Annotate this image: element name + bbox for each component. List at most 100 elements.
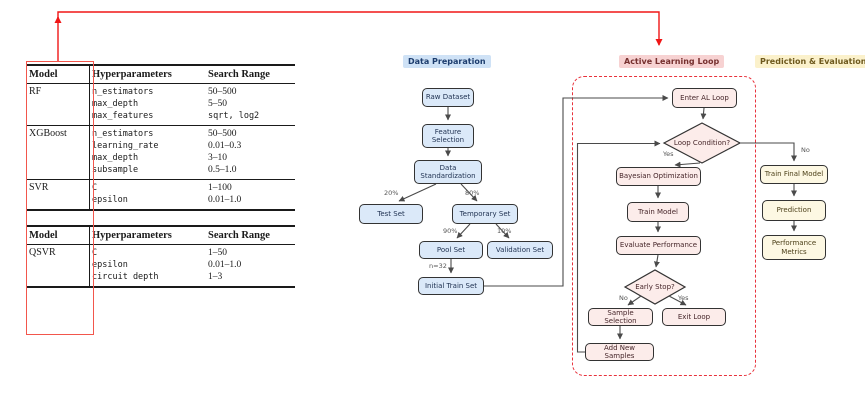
edge-loop-condition-to-final-model (740, 142, 797, 162)
section-label-active-learning-loop: Active Learning Loop (619, 55, 725, 68)
range-list: 50–500 0.01–0.3 3–10 0.5–1.0 (206, 125, 295, 180)
param-name: learning_rate (92, 141, 159, 151)
node-feature-selection: Feature Selection (422, 124, 474, 148)
section-label-data-preparation: Data Preparation (403, 55, 491, 68)
node-data-standardization: Data Standardization (414, 160, 482, 184)
edge-initial-train-to-enter-al (484, 95, 669, 287)
edge-add-samples-to-loop-condition (576, 140, 661, 353)
search-range: 0.5–1.0 (208, 165, 237, 175)
red-connector (54, 11, 663, 61)
table-row-xgboost: XGBoost n_estimators learning_rate max_d… (27, 125, 295, 180)
edge-label-10pct: 10% (497, 227, 512, 235)
search-range: 3–10 (208, 153, 227, 163)
col-header-model: Model (27, 65, 90, 84)
edge-standardization-to-test (398, 183, 437, 202)
param-name: max_features (92, 111, 154, 121)
edge-temporary-to-pool (456, 223, 471, 239)
edge-label-stop-yes: Yes (678, 294, 689, 302)
node-add-new-samples: Add New Samples (585, 343, 654, 361)
param-list: n_estimators learning_rate max_depth sub… (89, 125, 206, 180)
search-range: 1–100 (208, 183, 232, 193)
edge-standardization-to-temporary (460, 183, 478, 202)
param-name: circuit depth (92, 272, 159, 282)
table-row-rf: RF n_estimators max_depth max_features 5… (27, 83, 295, 126)
node-initial-train-set: Initial Train Set (418, 277, 484, 295)
node-sample-selection: Sample Selection (588, 308, 653, 326)
search-range: 1–3 (208, 272, 223, 282)
model-name: XGBoost (27, 125, 90, 180)
model-name: SVR (27, 179, 90, 210)
node-raw-dataset: Raw Dataset (422, 88, 474, 107)
search-range: sqrt, log2 (208, 111, 260, 121)
param-list: C epsilon circuit depth (90, 245, 207, 288)
search-range: 50–500 (208, 129, 237, 139)
node-temporary-set: Temporary Set (452, 204, 518, 224)
active-learning-loop-border (572, 76, 756, 376)
edge-enter-to-loop-condition (700, 107, 707, 120)
param-name: C (92, 183, 98, 193)
search-range: 50–500 (208, 87, 237, 97)
col-header-search-range: Search Range (206, 226, 295, 245)
edge-label-stop-no: No (619, 294, 628, 302)
model-name: QSVR (27, 244, 90, 287)
node-early-stop: Early Stop? (635, 283, 675, 291)
param-name: max_depth (92, 99, 139, 109)
edge-label-90pct: 90% (443, 227, 458, 235)
edge-loop-condition-to-bayesian (674, 161, 701, 168)
red-arrow-to-al-loop (57, 11, 663, 46)
node-validation-set: Validation Set (487, 241, 553, 259)
param-list: n_estimators max_depth max_features (90, 84, 207, 126)
table-header-row: Model Hyperparameters Search Range (27, 226, 295, 245)
early-stop-diamond (623, 269, 687, 305)
col-header-hyperparameters: Hyperparameters (89, 226, 206, 245)
node-exit-loop: Exit Loop (662, 308, 726, 326)
flow-edges (398, 95, 797, 353)
node-train-final-model: Train Final Model (760, 165, 828, 184)
node-prediction: Prediction (762, 200, 826, 221)
section-label-prediction-evaluation: Prediction & Evaluation (755, 55, 865, 68)
hyperparameter-table-classical: Model Hyperparameters Search Range RF n_… (27, 64, 295, 211)
param-name: max_depth (92, 153, 139, 163)
hyperparameter-table-quantum: Model Hyperparameters Search Range QSVR … (27, 225, 295, 288)
node-performance-metrics: Performance Metrics (762, 235, 826, 260)
param-name: C (92, 248, 98, 258)
edge-label-loop-no: No (801, 146, 810, 154)
param-name: epsilon (92, 260, 128, 270)
table-row-svr: SVR C epsilon 1–100 0.01–1.0 (27, 179, 295, 210)
search-range: 0.01–1.0 (208, 260, 242, 270)
param-name: n_estimators (92, 129, 154, 139)
edge-early-stop-to-sample-selection (627, 295, 642, 306)
model-name: RF (27, 83, 90, 126)
node-enter-al-loop: Enter AL Loop (672, 88, 737, 108)
search-range: 1–50 (208, 248, 227, 258)
param-name: n_estimators (92, 87, 154, 97)
range-list: 50–500 5–50 sqrt, log2 (206, 84, 295, 126)
node-pool-set: Pool Set (419, 241, 483, 259)
edge-label-n32: n=32 (429, 262, 447, 270)
param-name: epsilon (92, 195, 128, 205)
node-test-set: Test Set (359, 204, 423, 224)
col-header-search-range: Search Range (206, 65, 295, 84)
edge-label-80pct: 80% (465, 189, 480, 197)
node-train-model: Train Model (627, 202, 689, 222)
search-range: 0.01–0.3 (208, 141, 242, 151)
range-list: 1–50 0.01–1.0 1–3 (206, 245, 295, 288)
node-bayesian-optimization: Bayesian Optimization (616, 167, 701, 186)
col-header-model: Model (27, 226, 90, 245)
edge-evaluate-to-early-stop (653, 254, 660, 268)
range-list: 1–100 0.01–1.0 (206, 179, 295, 210)
param-name: subsample (92, 165, 139, 175)
edge-temporary-to-validation (495, 223, 510, 239)
table-header-row: Model Hyperparameters Search Range (27, 65, 295, 84)
edge-early-stop-to-exit-loop (668, 295, 687, 306)
hyperparameter-tables: Model Hyperparameters Search Range RF n_… (27, 64, 295, 288)
edge-label-loop-yes: Yes (663, 150, 674, 158)
table-row-qsvr: QSVR C epsilon circuit depth 1–50 0.01–1… (27, 244, 295, 288)
param-list: C epsilon (89, 179, 206, 210)
col-header-hyperparameters: Hyperparameters (89, 65, 206, 84)
search-range: 5–50 (208, 99, 227, 109)
node-evaluate-performance: Evaluate Performance (616, 236, 701, 255)
search-range: 0.01–1.0 (208, 195, 242, 205)
